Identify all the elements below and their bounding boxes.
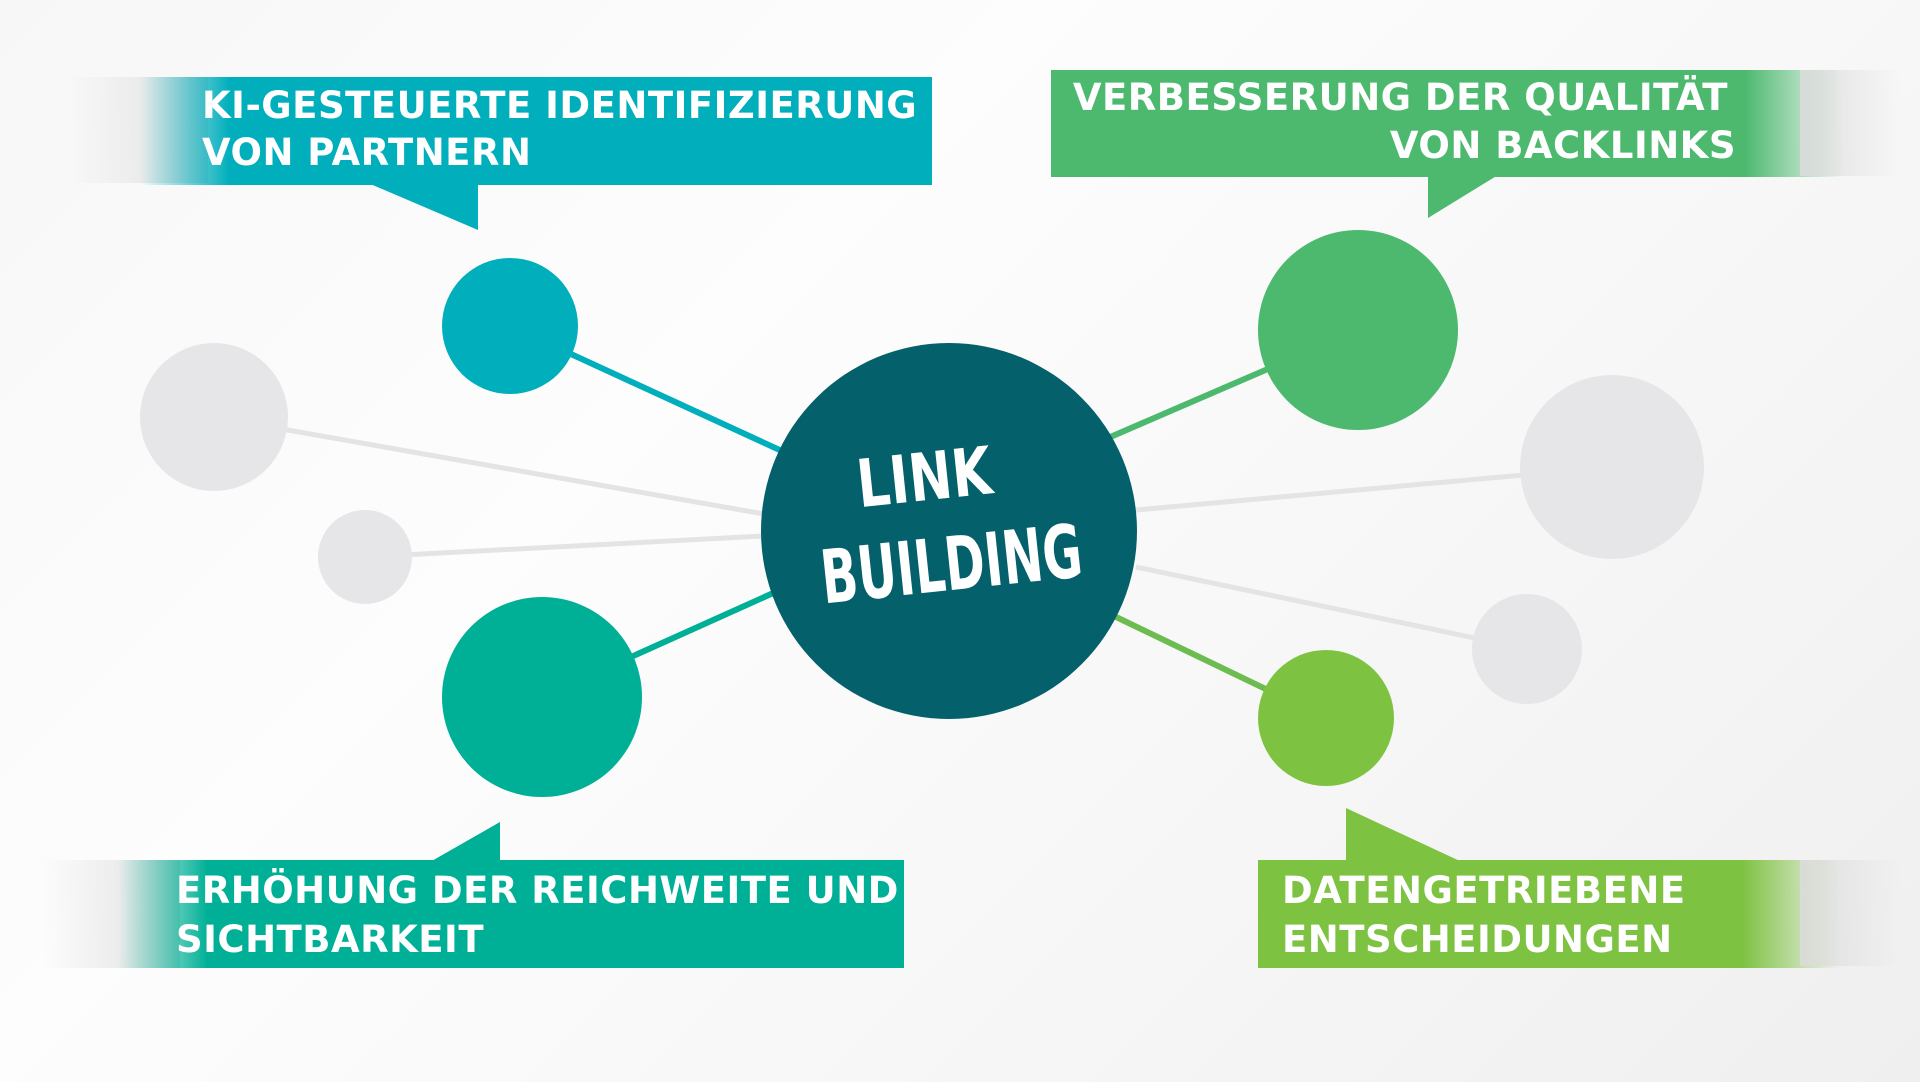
center-title-line-1: LINK: [853, 432, 998, 523]
callout-shadow: [1800, 860, 1900, 966]
callout-pointer: [1346, 808, 1462, 862]
callout-bottom-right-line-1: DATENGETRIEBENE: [1282, 869, 1686, 912]
callout-pointer: [368, 183, 478, 230]
callout-box: [1258, 860, 1744, 968]
teal-node: [442, 258, 578, 394]
grey-connector-line: [364, 533, 765, 560]
callout-bottom-left-line-1: ERHÖHUNG DER REICHWEITE UND: [176, 868, 899, 912]
callout-top-right: VERBESSERUNG DER QUALITÄT VON BACKLINKS: [1051, 70, 1900, 218]
grey-node: [1472, 594, 1582, 704]
lime-node: [1258, 650, 1394, 786]
callout-bottom-right: DATENGETRIEBENE ENTSCHEIDUNGEN: [1258, 808, 1900, 968]
sea-green-node: [442, 597, 642, 797]
callout-box: [1051, 70, 1747, 177]
callout-pointer: [430, 822, 500, 862]
callout-box: [228, 77, 932, 185]
grey-connector-line: [213, 414, 765, 517]
green-node: [1258, 230, 1458, 430]
callout-box: [206, 860, 904, 968]
callout-top-left: KI-GESTEUERTE IDENTIFIZIERUNG VON PARTNE…: [68, 77, 932, 230]
callout-top-right-line-2: VON BACKLINKS: [1390, 124, 1736, 167]
callout-top-left-line-1: KI-GESTEUERTE IDENTIFIZIERUNG: [202, 84, 917, 127]
callout-fade: [118, 860, 208, 968]
grey-node: [318, 510, 412, 604]
grey-node: [140, 343, 288, 491]
callout-top-left-line-2: VON PARTNERN: [202, 131, 531, 174]
callout-bottom-left: ERHÖHUNG DER REICHWEITE UND SICHTBARKEIT: [40, 822, 904, 968]
callout-shadow: [1800, 70, 1900, 176]
grey-node: [1520, 375, 1704, 559]
callout-top-right-line-1: VERBESSERUNG DER QUALITÄT: [1073, 75, 1728, 119]
callout-pointer: [1428, 175, 1498, 218]
center-node: [761, 343, 1137, 719]
callout-fade: [140, 77, 230, 185]
grey-connector-line: [1135, 564, 1528, 652]
callout-bottom-right-line-2: ENTSCHEIDUNGEN: [1282, 918, 1673, 961]
callout-bottom-left-line-2: SICHTBARKEIT: [176, 918, 484, 961]
